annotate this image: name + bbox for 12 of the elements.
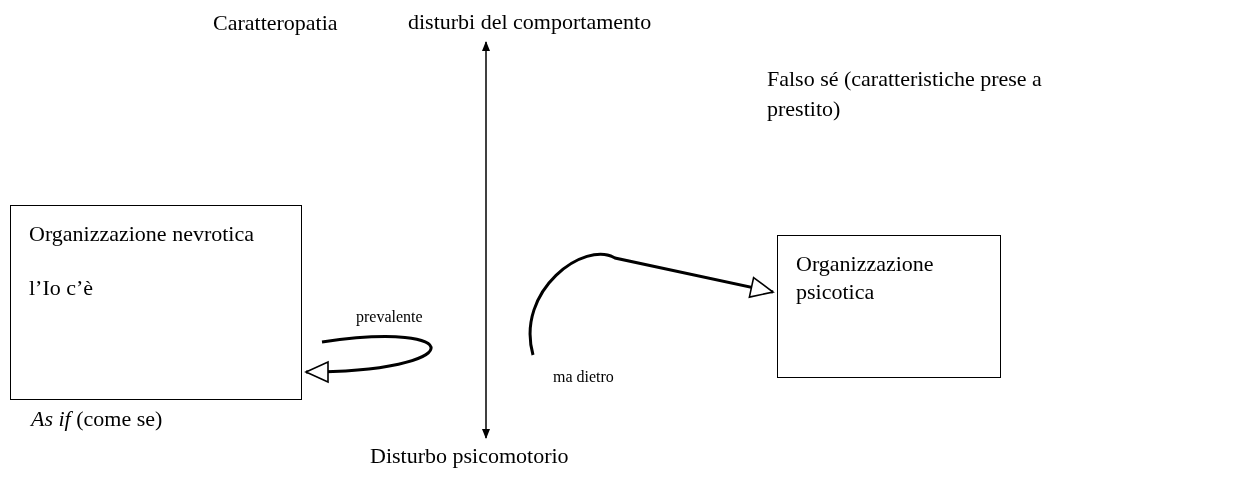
- organization-box: [777, 235, 1001, 378]
- annotation-text: Falso sé (caratteristiche prese a prestito): [767, 65, 1043, 123]
- organization-box: [10, 205, 302, 400]
- arrow: [528, 253, 774, 356]
- edge-label: prevalente: [355, 308, 424, 326]
- arrow: [305, 335, 433, 383]
- annotation-text: Caratteropatia: [213, 9, 338, 37]
- annotation-text: As if (come se): [31, 405, 163, 433]
- box-text: l’Io c’è: [29, 274, 95, 302]
- box-text: Organizzazione psicotica: [796, 250, 935, 306]
- arrow: [482, 41, 490, 439]
- box-text: Organizzazione nevrotica: [29, 220, 255, 248]
